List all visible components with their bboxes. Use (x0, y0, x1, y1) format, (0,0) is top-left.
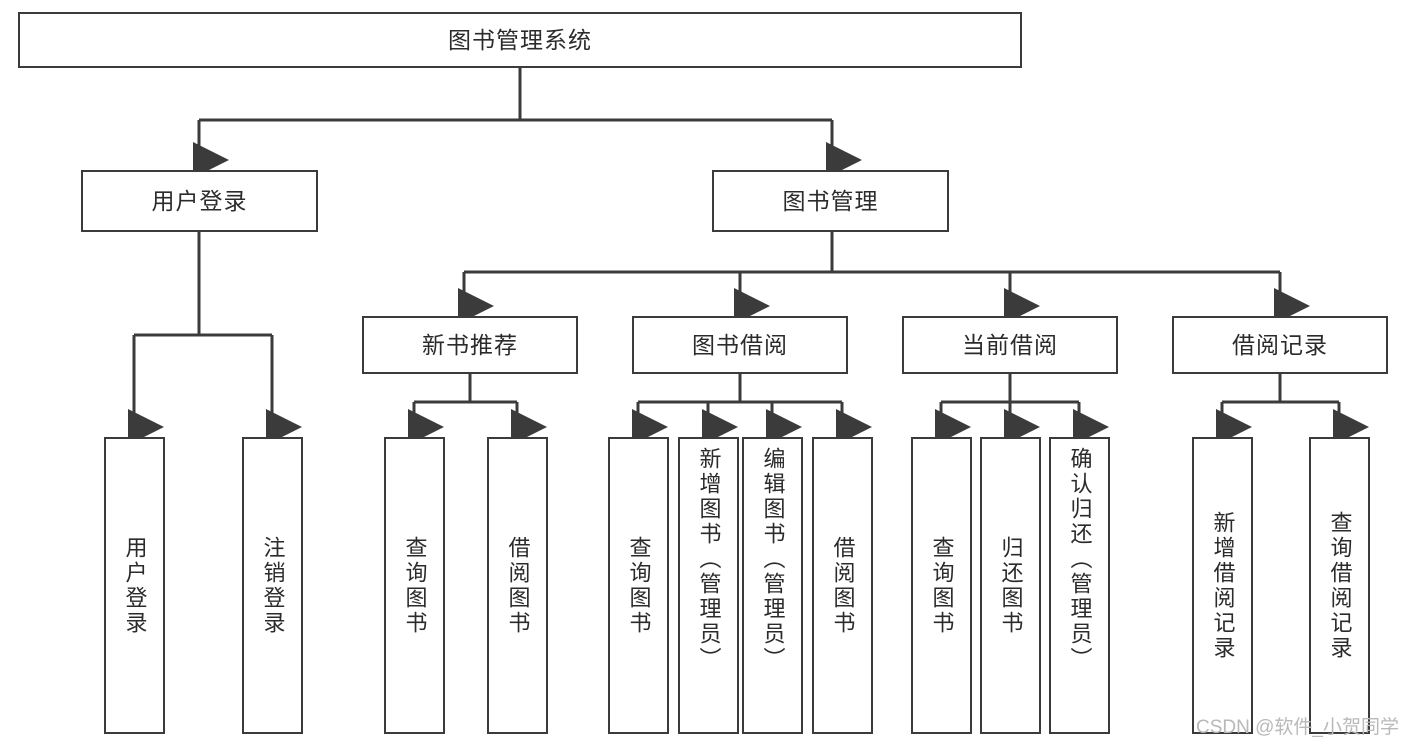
node-label: 图书借阅 (692, 331, 788, 358)
node-label: 编辑图书（管理员） (760, 447, 786, 672)
node-label: 当前借阅 (962, 331, 1058, 358)
leaf-query-borrow-record[interactable]: 查询借阅记录 (1309, 437, 1370, 734)
leaf-return-book[interactable]: 归还图书 (980, 437, 1041, 734)
node-label: 查询图书 (626, 535, 652, 636)
node-label: 查询图书 (929, 535, 955, 636)
node-root-system[interactable]: 图书管理系统 (18, 12, 1022, 68)
leaf-borrow-book[interactable]: 借阅图书 (812, 437, 873, 734)
leaf-add-book-admin[interactable]: 新增图书（管理员） (678, 437, 739, 734)
node-label: 借阅图书 (505, 535, 531, 636)
node-book-borrow[interactable]: 图书借阅 (632, 316, 848, 374)
node-user-login[interactable]: 用户登录 (81, 170, 318, 232)
node-label: 新增借阅记录 (1210, 510, 1236, 661)
node-label: 查询图书 (402, 535, 428, 636)
node-label: 归还图书 (998, 535, 1024, 636)
leaf-add-borrow-record[interactable]: 新增借阅记录 (1192, 437, 1253, 734)
leaf-confirm-return-admin[interactable]: 确认归还（管理员） (1049, 437, 1110, 734)
leaf-logout[interactable]: 注销登录 (242, 437, 303, 734)
leaf-query-book-recommend[interactable]: 查询图书 (384, 437, 445, 734)
watermark-text: CSDN @软件_小贺同学 (1196, 717, 1399, 738)
node-current-borrow[interactable]: 当前借阅 (902, 316, 1118, 374)
node-label: 用户登录 (151, 187, 248, 214)
node-label: 借阅记录 (1232, 331, 1328, 358)
node-new-book-recommend[interactable]: 新书推荐 (362, 316, 578, 374)
node-label: 图书管理系统 (448, 26, 592, 53)
leaf-query-book-borrow[interactable]: 查询图书 (608, 437, 669, 734)
node-book-management[interactable]: 图书管理 (712, 170, 949, 232)
node-label: 确认归还（管理员） (1067, 447, 1093, 672)
node-label: 新书推荐 (422, 331, 518, 358)
leaf-user-login[interactable]: 用户登录 (104, 437, 165, 734)
node-label: 新增图书（管理员） (696, 447, 722, 672)
node-label: 图书管理 (782, 187, 879, 214)
leaf-edit-book-admin[interactable]: 编辑图书（管理员） (742, 437, 803, 734)
leaf-query-book-current[interactable]: 查询图书 (911, 437, 972, 734)
node-label: 用户登录 (122, 535, 148, 636)
node-label: 注销登录 (260, 535, 286, 636)
node-borrow-record[interactable]: 借阅记录 (1172, 316, 1388, 374)
node-label: 借阅图书 (830, 535, 856, 636)
leaf-borrow-book-recommend[interactable]: 借阅图书 (487, 437, 548, 734)
node-label: 查询借阅记录 (1327, 510, 1353, 661)
